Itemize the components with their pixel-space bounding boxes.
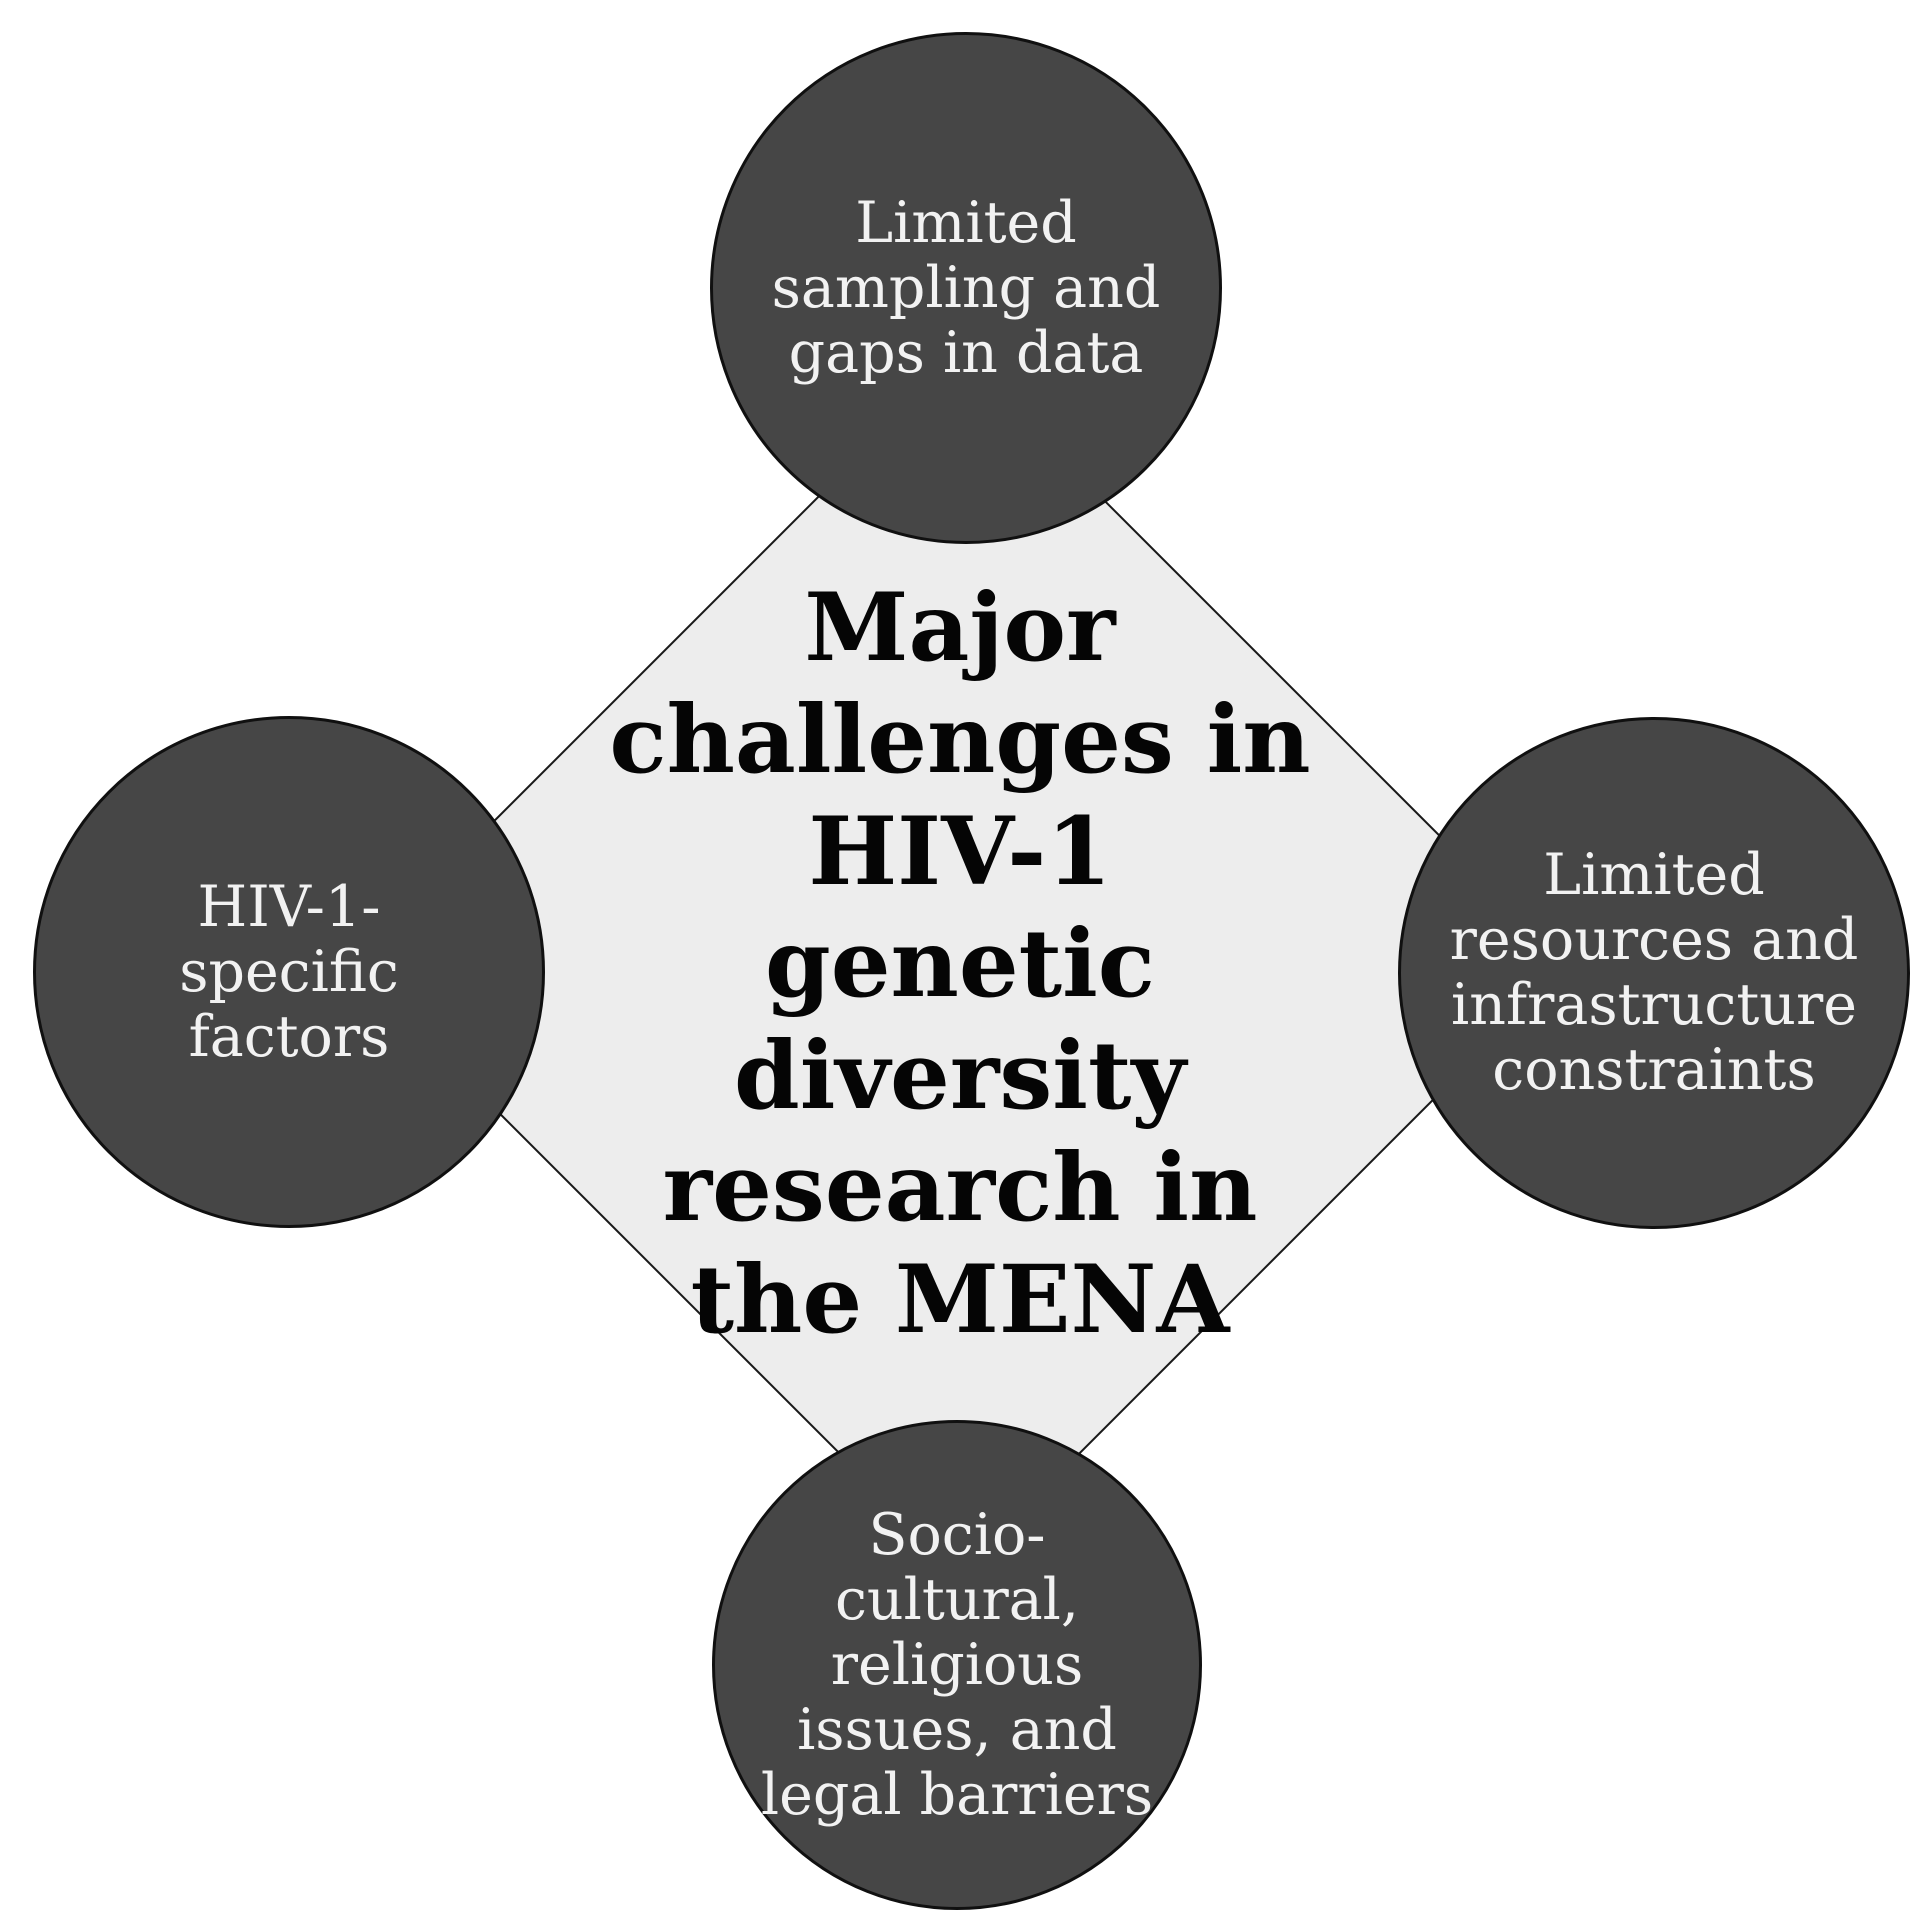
central-topic-line: genetic [764, 909, 1156, 1019]
node-line: gaps in data [788, 319, 1144, 386]
node-line: specific [179, 938, 399, 1005]
node-limited-resources: Limited resources and infrastructure con… [1398, 717, 1910, 1229]
central-topic-text: Major challenges in HIV-1 genetic divers… [380, 572, 1540, 1356]
node-line: sampling and [771, 254, 1161, 321]
node-line: religious [830, 1631, 1084, 1698]
node-line: resources and [1449, 907, 1859, 973]
node-line: factors [188, 1003, 390, 1070]
node-line: issues, and [797, 1696, 1117, 1763]
node-sociocultural-barriers: Socio- cultural, religious issues, and l… [712, 1420, 1202, 1910]
central-topic-line: diversity [733, 1021, 1187, 1131]
central-topic-line: Major [804, 573, 1116, 683]
node-limited-sampling: Limited sampling and gaps in data [710, 32, 1222, 544]
node-line: Limited [1543, 842, 1765, 908]
node-line: HIV-1- [197, 873, 381, 940]
node-line: Limited [855, 189, 1077, 256]
node-line: cultural, [834, 1566, 1080, 1633]
node-line: constraints [1492, 1037, 1816, 1103]
node-line: Socio- [868, 1501, 1046, 1568]
central-topic-line: challenges in [609, 685, 1311, 795]
central-topic-line: HIV-1 [808, 797, 1112, 907]
central-topic-line: research in [662, 1133, 1258, 1243]
node-hiv1-specific-factors: HIV-1- specific factors [33, 716, 545, 1228]
node-line: legal barriers [760, 1761, 1154, 1828]
node-line: infrastructure [1451, 972, 1857, 1038]
central-topic-line: the MENA [690, 1245, 1230, 1355]
